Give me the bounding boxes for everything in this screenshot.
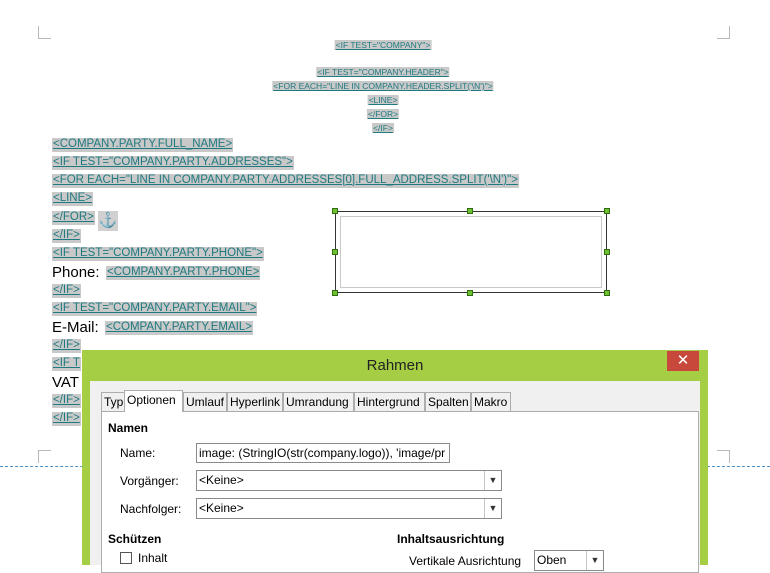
content-check-label: Inhalt bbox=[138, 551, 168, 565]
page-corner-mark bbox=[38, 450, 51, 463]
template-field[interactable]: <COMPANY.PARTY.EMAIL> bbox=[105, 321, 253, 335]
template-field[interactable]: </FOR> bbox=[52, 211, 95, 225]
resize-handle[interactable] bbox=[604, 290, 610, 296]
template-field[interactable]: <FOR EACH="LINE IN COMPANY.HEADER.SPLIT(… bbox=[272, 81, 494, 92]
vertical-alignment-select[interactable]: Oben ▼ bbox=[534, 550, 604, 571]
image-frame-content bbox=[340, 216, 602, 288]
chevron-down-icon[interactable]: ▼ bbox=[484, 499, 501, 518]
template-field[interactable]: </IF> bbox=[52, 284, 81, 298]
template-field[interactable]: </IF> bbox=[52, 394, 81, 408]
anchor-icon[interactable]: ⚓ bbox=[98, 211, 118, 231]
alignment-section-title: Inhaltsausrichtung bbox=[397, 532, 505, 546]
tab-hyperlink[interactable]: Hyperlink bbox=[227, 392, 283, 411]
page-corner-mark bbox=[717, 26, 730, 39]
resize-handle[interactable] bbox=[467, 208, 473, 214]
prev-label: Vorgänger: bbox=[120, 474, 179, 488]
tab-typ[interactable]: Typ bbox=[101, 392, 125, 411]
template-field[interactable]: <LINE> bbox=[52, 192, 93, 206]
template-field[interactable]: </IF> bbox=[52, 229, 81, 243]
frame-dialog: Rahmen ✕ Typ Optionen Umlauf Hyperlink U… bbox=[82, 350, 708, 573]
template-field[interactable]: <COMPANY.PARTY.FULL_NAME> bbox=[52, 138, 234, 152]
tab-umrandung[interactable]: Umrandung bbox=[283, 392, 354, 411]
options-page: Namen Name: image: (StringIO(str(company… bbox=[101, 411, 699, 573]
tab-optionen[interactable]: Optionen bbox=[124, 390, 183, 412]
next-select[interactable]: <Keine> ▼ bbox=[196, 498, 502, 519]
vertical-alignment-value: Oben bbox=[537, 553, 567, 567]
dialog-title[interactable]: Rahmen bbox=[366, 357, 424, 374]
tab-umlauf[interactable]: Umlauf bbox=[183, 392, 227, 411]
template-field[interactable]: <IF TEST="COMPANY"> bbox=[334, 40, 432, 51]
email-label: E-Mail: bbox=[52, 319, 99, 336]
protect-section-title: Schützen bbox=[108, 532, 162, 546]
content-checkbox[interactable] bbox=[120, 552, 132, 564]
template-field[interactable]: <IF TEST="COMPANY.PARTY.PHONE"> bbox=[52, 247, 264, 261]
prev-select-value: <Keine> bbox=[199, 473, 244, 487]
template-field[interactable]: <IF T bbox=[52, 357, 81, 371]
resize-handle[interactable] bbox=[332, 290, 338, 296]
template-field[interactable]: </IF> bbox=[372, 123, 394, 134]
prev-select[interactable]: <Keine> ▼ bbox=[196, 470, 502, 491]
phone-label: Phone: bbox=[52, 264, 100, 281]
chevron-down-icon[interactable]: ▼ bbox=[586, 551, 603, 570]
chevron-down-icon[interactable]: ▼ bbox=[484, 471, 501, 490]
template-field[interactable]: </FOR> bbox=[366, 109, 400, 120]
vat-label: VAT bbox=[52, 374, 79, 391]
next-select-value: <Keine> bbox=[199, 501, 244, 515]
image-frame[interactable] bbox=[335, 211, 607, 293]
template-field[interactable]: <FOR EACH="LINE IN COMPANY.PARTY.ADDRESS… bbox=[52, 174, 519, 188]
names-section-title: Namen bbox=[108, 421, 149, 435]
name-label: Name: bbox=[120, 446, 156, 460]
template-field[interactable]: </IF> bbox=[52, 412, 81, 426]
resize-handle[interactable] bbox=[604, 208, 610, 214]
template-field[interactable]: <LINE> bbox=[367, 95, 399, 106]
page-corner-mark bbox=[38, 26, 51, 39]
vertical-alignment-label: Vertikale Ausrichtung bbox=[409, 554, 522, 568]
next-label: Nachfolger: bbox=[120, 502, 182, 516]
page-corner-mark bbox=[717, 450, 730, 463]
template-field[interactable]: <IF TEST="COMPANY.PARTY.ADDRESSES"> bbox=[52, 156, 294, 170]
resize-handle[interactable] bbox=[332, 208, 338, 214]
resize-handle[interactable] bbox=[332, 249, 338, 255]
tab-hintergrund[interactable]: Hintergrund bbox=[354, 392, 425, 411]
dialog-body: Typ Optionen Umlauf Hyperlink Umrandung … bbox=[90, 381, 700, 573]
name-field[interactable]: image: (StringIO(str(company.logo)), 'im… bbox=[196, 443, 450, 463]
template-field[interactable]: <IF TEST="COMPANY.PARTY.EMAIL"> bbox=[52, 302, 258, 316]
resize-handle[interactable] bbox=[467, 290, 473, 296]
tab-makro[interactable]: Makro bbox=[471, 392, 511, 411]
template-field[interactable]: <COMPANY.PARTY.PHONE> bbox=[106, 266, 261, 280]
close-button[interactable]: ✕ bbox=[667, 351, 699, 371]
tab-spalten[interactable]: Spalten bbox=[425, 392, 471, 411]
template-field[interactable]: <IF TEST="COMPANY.HEADER"> bbox=[316, 67, 450, 78]
template-field[interactable]: </IF> bbox=[52, 339, 81, 353]
resize-handle[interactable] bbox=[604, 249, 610, 255]
